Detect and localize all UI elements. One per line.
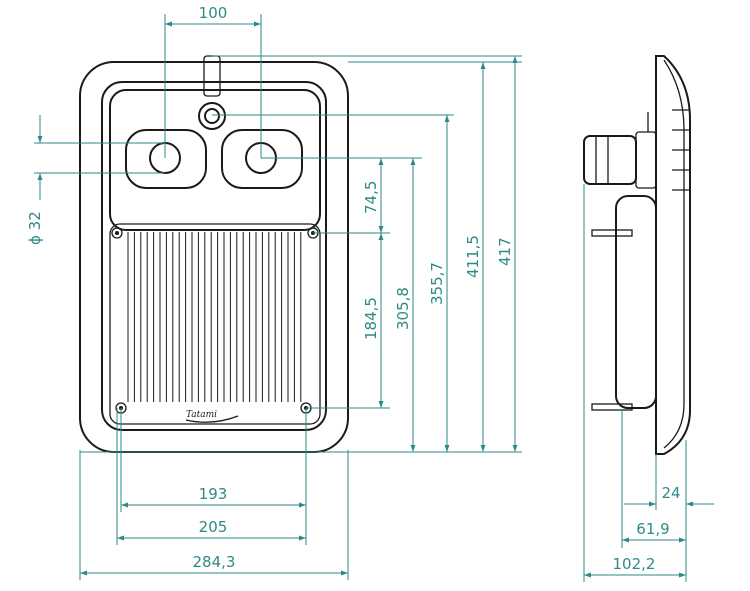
dim-diameter: ϕ 32 bbox=[26, 211, 44, 245]
indicator-knob-outer bbox=[198, 102, 226, 130]
left-button-housing bbox=[125, 129, 207, 189]
side-body bbox=[615, 195, 657, 409]
dim-24: 24 bbox=[661, 484, 680, 502]
dim-184-5: 184,5 bbox=[362, 297, 380, 340]
dim-417: 417 bbox=[496, 237, 514, 266]
dimension-labels: 100 ϕ 32 74,5 184,5 305,8 355,7 411,5 41… bbox=[26, 4, 681, 573]
dim-355-7: 355,7 bbox=[428, 262, 446, 305]
pipe-connector bbox=[583, 135, 637, 185]
dim-305-8: 305,8 bbox=[394, 287, 412, 330]
logo-swoosh bbox=[185, 415, 239, 423]
screw-top-left bbox=[111, 227, 123, 239]
right-button-housing bbox=[221, 129, 303, 189]
logo-text: Tatami bbox=[186, 410, 217, 420]
dim-193: 193 bbox=[199, 485, 228, 503]
dim-284-3: 284,3 bbox=[193, 553, 236, 571]
dimension-lines bbox=[34, 14, 714, 582]
dim-205: 205 bbox=[199, 518, 228, 536]
grille-frame bbox=[109, 223, 321, 425]
outer-flange bbox=[79, 61, 349, 453]
inner-frame bbox=[101, 81, 327, 431]
dim-102-2: 102,2 bbox=[613, 555, 656, 573]
side-view bbox=[583, 55, 691, 455]
control-panel bbox=[109, 89, 321, 231]
dim-411-5: 411,5 bbox=[464, 235, 482, 278]
mounting-bolt-bottom bbox=[591, 403, 633, 411]
dim-61-9: 61,9 bbox=[636, 520, 669, 538]
side-flange bbox=[655, 55, 691, 455]
dim-top-spacing: 100 bbox=[199, 4, 228, 22]
indicator-knob-inner bbox=[204, 108, 220, 124]
mounting-bolt-top bbox=[591, 229, 633, 237]
dim-74-5: 74,5 bbox=[362, 181, 380, 214]
grille-slats bbox=[127, 232, 302, 402]
